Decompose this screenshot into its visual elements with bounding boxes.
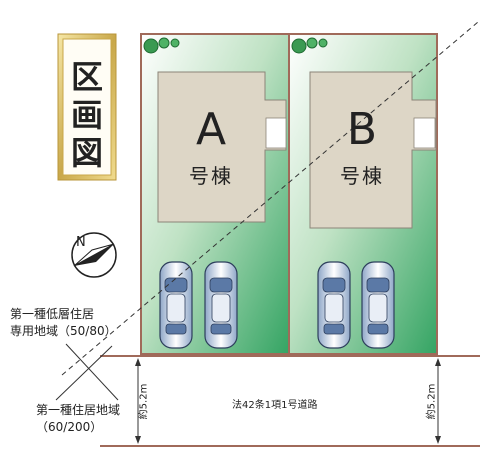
car-icon: [317, 261, 351, 349]
house-a-footprint: [157, 71, 287, 223]
zone-lower-line2: （60/200）: [36, 420, 103, 434]
road-label: 法42条1項1号道路: [232, 400, 318, 411]
title-plate: [57, 33, 117, 181]
svg-text:N: N: [76, 235, 86, 250]
title-char-2: 画: [70, 96, 103, 134]
zone-pointer-upper: [65, 343, 119, 401]
road-width-dimension-left: [135, 358, 141, 444]
zone-upper-line2: 専用地域（50/80）: [10, 324, 117, 338]
tree-icon: [143, 37, 180, 54]
car-icon: [159, 261, 193, 349]
compass-north-icon: N: [71, 232, 117, 278]
lot-b-letter: B: [346, 104, 378, 155]
lot-a-letter: A: [195, 104, 227, 155]
zone-boundary-line: [61, 21, 479, 376]
title-char-3: 図: [70, 134, 103, 172]
lot-a-sub: 号棟: [189, 164, 233, 188]
lot-a: [140, 33, 290, 355]
zone-pointer-lower: [55, 345, 113, 401]
car-icon: [361, 261, 395, 349]
house-b-footprint: [309, 71, 437, 229]
zone-upper-line1: 第一種低層住居: [10, 307, 95, 321]
car-icon: [204, 261, 238, 349]
zone-lower-line1: 第一種住居地域: [36, 403, 121, 417]
title-char-1: 区: [70, 58, 103, 96]
road-width-dimension-right: [435, 358, 441, 444]
road-width-right-label: 約5.2m: [426, 383, 438, 420]
road-width-left-label: 約5.2m: [138, 383, 150, 420]
tree-icon: [291, 37, 328, 54]
lot-b-sub: 号棟: [340, 164, 384, 188]
parking-area: [159, 261, 395, 349]
